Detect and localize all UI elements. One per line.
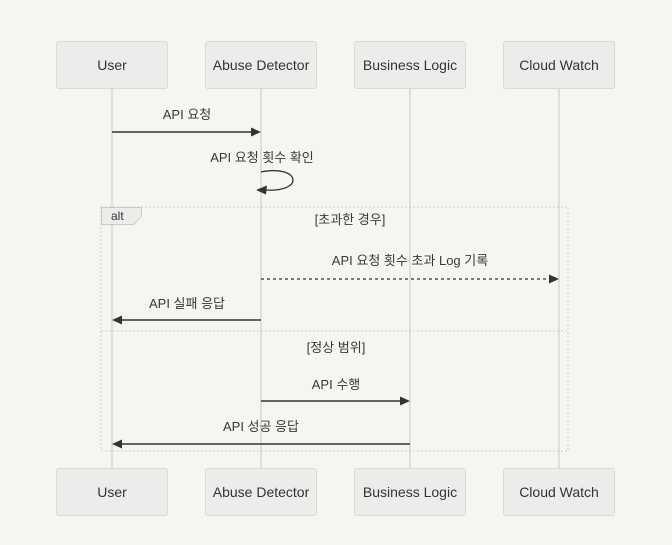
- alt-frame-label: alt: [101, 207, 142, 225]
- arrowhead-api-fail-response: [112, 315, 122, 325]
- arrowhead-log-record: [549, 274, 559, 284]
- arrowhead-api-request: [251, 127, 261, 137]
- arrow-self-check-loop: [260, 170, 294, 191]
- alt-condition-normal: [정상 범위]: [306, 340, 366, 355]
- message-label-api-execute: API 수행: [311, 377, 361, 392]
- participant-top-cloud-watch: Cloud Watch: [503, 41, 615, 89]
- alt-frame-border: [100, 206, 569, 452]
- participant-bottom-business-logic: Business Logic: [354, 468, 466, 516]
- message-label-self-check: API 요청 횟수 확인: [210, 150, 314, 165]
- message-label-api-success-response: API 성공 응답: [222, 419, 300, 434]
- participant-bottom-abuse-detector: Abuse Detector: [205, 468, 317, 516]
- alt-frame-label-text: alt: [102, 208, 141, 224]
- participant-top-business-logic: Business Logic: [354, 41, 466, 89]
- participant-top-abuse-detector: Abuse Detector: [205, 41, 317, 89]
- arrowhead-api-execute: [400, 396, 410, 406]
- participant-top-user: User: [56, 41, 168, 89]
- participant-bottom-cloud-watch: Cloud Watch: [503, 468, 615, 516]
- participant-bottom-user: User: [56, 468, 168, 516]
- alt-condition-exceeded: [초과한 경우]: [314, 212, 386, 227]
- arrowhead-api-success-response: [112, 439, 122, 449]
- arrowhead-self-check-loop: [256, 185, 267, 195]
- message-label-api-request: API 요청: [162, 107, 212, 122]
- message-label-api-fail-response: API 실패 응답: [148, 296, 226, 311]
- message-label-log-record: API 요청 횟수 초과 Log 기록: [331, 253, 489, 268]
